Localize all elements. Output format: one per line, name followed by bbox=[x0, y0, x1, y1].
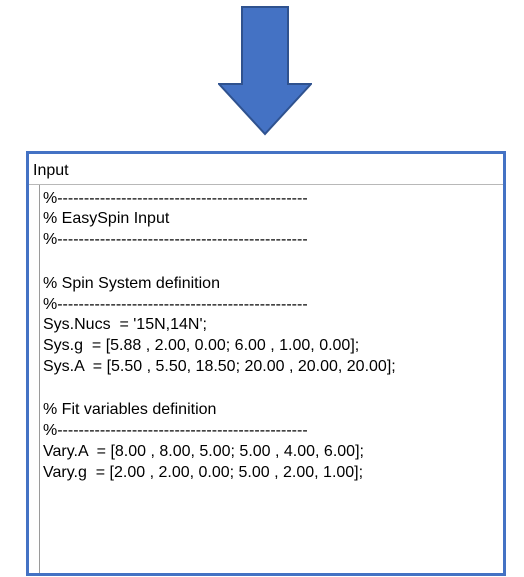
panel-title: Input bbox=[33, 162, 69, 179]
code-line: Sys.A = [5.50 , 5.50, 18.50; 20.00 , 20.… bbox=[43, 358, 396, 375]
code-line: Sys.g = [5.88 , 2.00, 0.00; 6.00 , 1.00,… bbox=[43, 337, 360, 354]
input-panel: Input %---------------------------------… bbox=[26, 151, 506, 576]
code-line: %---------------------------------------… bbox=[43, 190, 308, 207]
code-line: %---------------------------------------… bbox=[43, 231, 308, 248]
code-line: Vary.g = [2.00 , 2.00, 0.00; 5.00 , 2.00… bbox=[43, 464, 364, 481]
code-line: Vary.A = [8.00 , 8.00, 5.00; 5.00 , 4.00… bbox=[43, 443, 364, 460]
code-line: % EasySpin Input bbox=[43, 210, 170, 227]
code-line: Sys.Nucs = '15N,14N'; bbox=[43, 316, 207, 333]
code-line: % Fit variables definition bbox=[43, 401, 217, 418]
code-line: % Spin System definition bbox=[43, 275, 220, 292]
panel-title-divider bbox=[29, 184, 503, 185]
code-line: %---------------------------------------… bbox=[43, 422, 308, 439]
down-arrow-icon bbox=[218, 6, 312, 136]
input-text-area[interactable]: %---------------------------------------… bbox=[39, 185, 502, 573]
code-line: %---------------------------------------… bbox=[43, 296, 308, 313]
